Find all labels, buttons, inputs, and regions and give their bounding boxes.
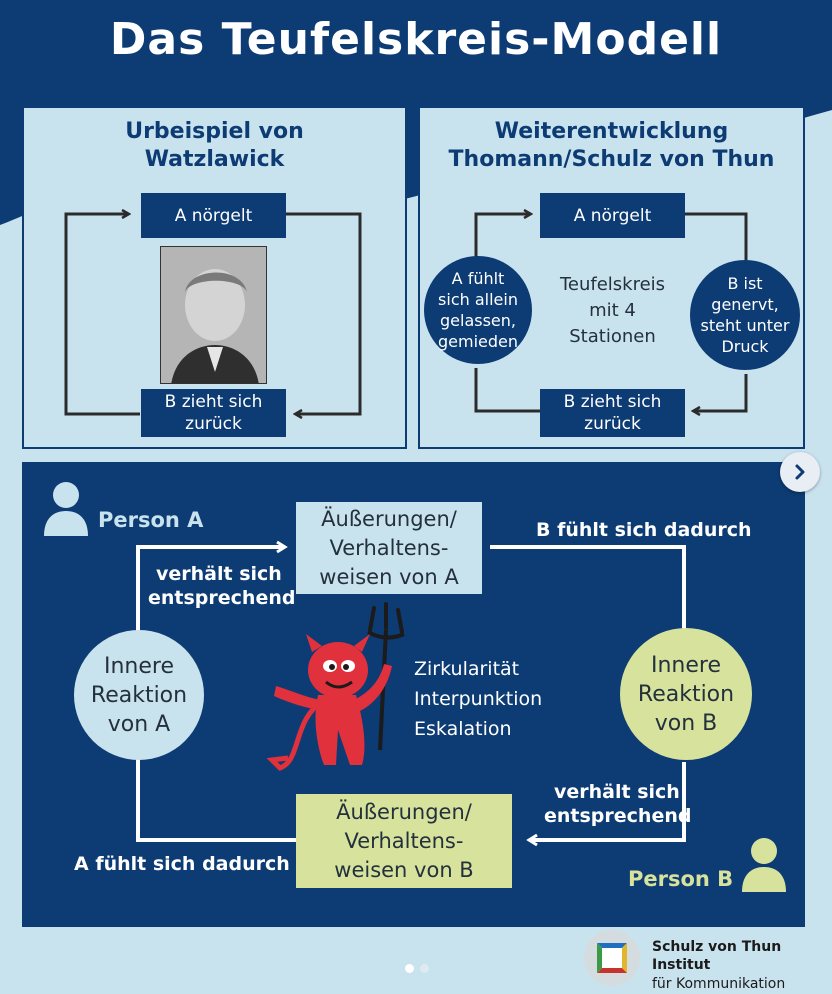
page-dot-active[interactable] xyxy=(405,964,414,973)
concepts-list: Zirkularität Interpunktion Eskalation xyxy=(414,654,542,744)
arrow-b-acts xyxy=(526,762,686,847)
label-b-feels: B fühlt sich dadurch xyxy=(536,519,752,541)
label-a-feels: A fühlt sich dadurch xyxy=(74,853,290,875)
page-dot[interactable] xyxy=(420,964,429,973)
right-center-text: Teufelskreis mit 4 Stationen xyxy=(559,274,666,347)
devil-icon xyxy=(266,602,405,771)
left-bottom-box: B zieht sich zurück xyxy=(141,389,286,437)
person-a-label: Person A xyxy=(98,508,204,532)
left-cycle-arrows xyxy=(64,106,362,449)
arrow-a-acts xyxy=(136,540,288,632)
label-a-acts: verhält sich entsprechend xyxy=(148,563,296,609)
person-b-icon xyxy=(742,838,786,892)
right-arrow-bottom-right xyxy=(694,374,748,411)
portrait-photo xyxy=(160,246,267,384)
left-panel-title: Urbeispiel von Watzlawick xyxy=(125,119,304,172)
right-cycle-arrows xyxy=(474,106,748,449)
next-slide-button[interactable] xyxy=(780,452,820,492)
page-indicator xyxy=(405,964,439,974)
right-panel-title: Weiterentwicklung Thomann/Schulz von Thu… xyxy=(448,119,775,172)
concept-zirkularitaet: Zirkularität xyxy=(414,658,520,680)
chevron-right-icon xyxy=(795,464,805,480)
person-b-label: Person B xyxy=(628,867,734,891)
main-cycle-arrows xyxy=(136,540,686,847)
institute-logo-icon xyxy=(584,930,640,986)
right-arrow-top-left xyxy=(474,214,530,266)
right-right-circle: B ist genervt, steht unter Druck xyxy=(690,260,800,370)
left-arrow-left-side xyxy=(64,214,140,416)
concept-interpunktion: Interpunktion xyxy=(414,688,543,710)
label-b-acts: verhält sich entsprechend xyxy=(544,781,692,827)
circle-b: Innere Reaktion von B xyxy=(620,628,752,760)
right-arrow-top-right xyxy=(682,212,748,264)
arrow-b-feels xyxy=(490,545,686,630)
person-a-icon xyxy=(44,482,88,536)
arrow-a-feels xyxy=(136,752,296,842)
institute-name: Schulz von Thun Institut für Kommunikati… xyxy=(652,939,786,992)
right-top-box: A nörgelt xyxy=(540,193,685,238)
box-b: Äußerungen/ Verhaltens- weisen von B xyxy=(296,794,512,888)
right-arrow-bottom-left xyxy=(474,368,540,413)
circle-a: Innere Reaktion von A xyxy=(74,630,204,760)
left-top-box: A nörgelt xyxy=(141,193,286,238)
right-bottom-box: B zieht sich zurück xyxy=(540,389,685,437)
right-left-circle: A fühlt sich allein gelassen, gemieden xyxy=(424,256,532,364)
concept-eskalation: Eskalation xyxy=(414,718,512,740)
page-title: Das Teufelskreis-Modell xyxy=(109,14,723,65)
left-arrow-right-side xyxy=(286,212,362,414)
box-a: Äußerungen/ Verhaltens- weisen von A xyxy=(296,502,482,594)
